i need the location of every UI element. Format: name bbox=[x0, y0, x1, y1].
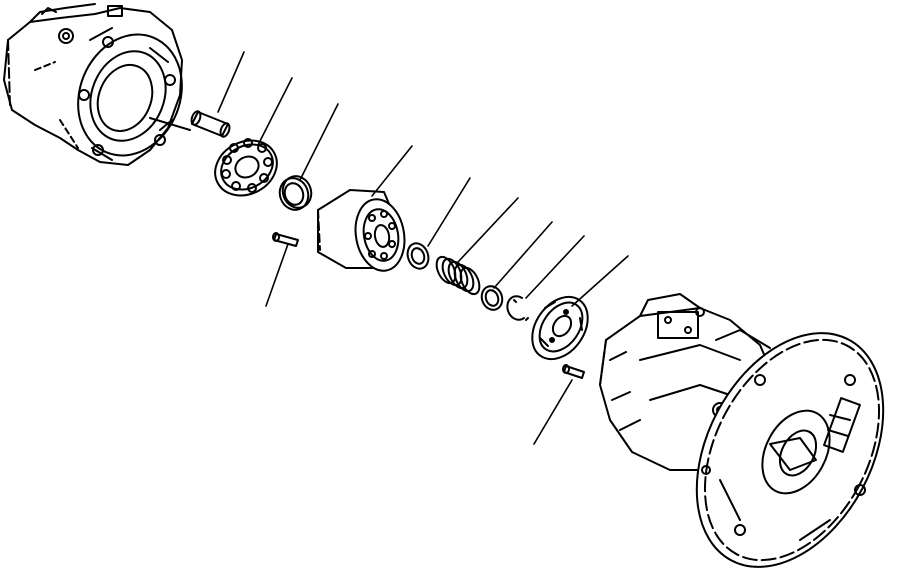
small-bearing bbox=[278, 175, 313, 211]
callout-leader-9 bbox=[525, 235, 585, 299]
dowel-pin-right bbox=[562, 364, 585, 379]
callout-leader-10 bbox=[571, 255, 629, 307]
snap-ring bbox=[506, 295, 529, 321]
spring bbox=[435, 255, 481, 296]
swash-plate bbox=[531, 295, 589, 361]
seal-ring bbox=[406, 242, 430, 270]
callout-leader-8 bbox=[493, 221, 553, 289]
callout-leader-4 bbox=[371, 145, 413, 197]
upper-pump-housing bbox=[3, 3, 183, 166]
callout-leader-6 bbox=[427, 177, 471, 247]
callout-leader-11 bbox=[533, 379, 573, 445]
valve-plate bbox=[214, 138, 278, 197]
callout-leader-3 bbox=[299, 103, 339, 181]
callout-leaders bbox=[217, 51, 629, 445]
washer bbox=[480, 285, 504, 311]
lower-pump-assembly bbox=[599, 293, 885, 568]
callout-leader-2 bbox=[257, 77, 293, 146]
dowel-pin-left bbox=[272, 232, 299, 247]
shaft-pin bbox=[149, 110, 231, 138]
callout-leader-5 bbox=[265, 243, 289, 307]
callout-leader-1 bbox=[217, 51, 245, 113]
cylinder-block bbox=[317, 189, 406, 272]
callout-leader-7 bbox=[457, 197, 519, 263]
